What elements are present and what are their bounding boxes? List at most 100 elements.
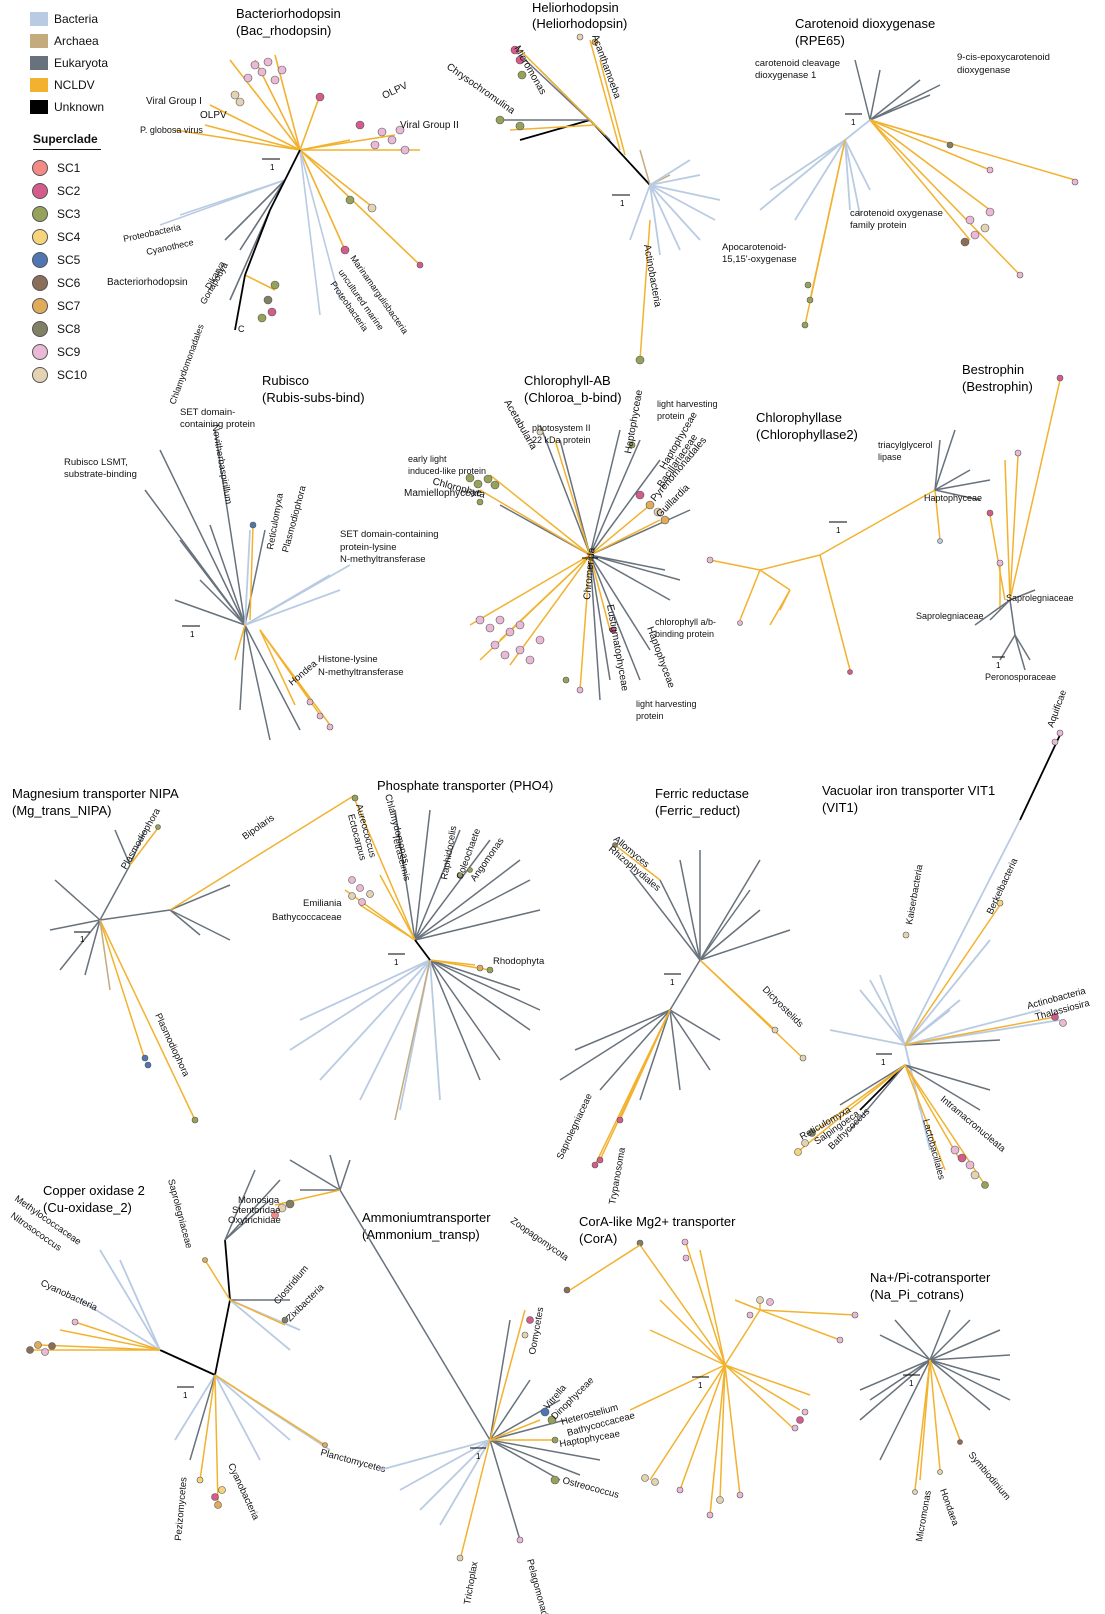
tree-label: Chromerida: [582, 547, 598, 600]
legend-label: SC9: [57, 345, 81, 359]
tree-label: Mamiellophyceae: [404, 488, 482, 499]
tree-label: Chlamydomonadales: [167, 322, 205, 405]
tree-title: (Bestrophin): [962, 379, 1033, 394]
tree-label: Symbiodinium: [966, 1450, 1013, 1503]
tree-label: protein: [636, 711, 664, 721]
tree-label: Histone-lysine: [318, 654, 378, 665]
tree-na-pi-cotransporter: Na+/Pi-cotransporter (Na_Pi_cotrans) Mic…: [859, 1270, 1013, 1543]
tree-label: dioxygenase 1: [755, 70, 816, 81]
tree-chlorophyll-ab: Chlorophyll-AB (Chloroa_b-bind): [404, 373, 718, 721]
tree-label: OLPV: [200, 110, 227, 121]
scale-bar-label: 1: [80, 935, 85, 944]
tree-title: Magnesium transporter NIPA: [12, 786, 179, 801]
scale-bar-label: 1: [670, 978, 675, 987]
tree-title: Phosphate transporter (PHO4): [377, 778, 553, 793]
legend-item-taxon: Unknown: [30, 100, 104, 114]
legend-label: SC3: [57, 207, 81, 221]
tree-title: Bestrophin: [962, 362, 1024, 377]
scale-bar-label: 1: [996, 661, 1001, 670]
tree-label: P. globosa virus: [140, 125, 203, 135]
tree-label: Zoopagomycota: [508, 1215, 571, 1263]
legend-dot: [32, 344, 48, 360]
tree-label: Pezizomycetes: [173, 1476, 190, 1541]
legend-swatch: [30, 56, 48, 70]
tree-label: Saprolegniaceae: [165, 1178, 194, 1250]
tree-title: Vacuolar iron transporter VIT1: [822, 783, 995, 798]
legend-dot: [32, 183, 48, 199]
tree-title: CorA-like Mg2+ transporter: [579, 1214, 736, 1229]
tree-label: carotenoid oxygenase: [850, 208, 943, 219]
tree-label: Planctomycetes: [319, 1447, 387, 1475]
tree-label: Lactobacillales: [920, 1118, 947, 1181]
tree-label: Micromonas: [511, 44, 548, 97]
legend-dot: [32, 160, 48, 176]
tree-label: Oxytrichidae: [228, 1215, 281, 1226]
tree-label: Bacteriorhodopsin: [107, 277, 188, 288]
tree-label: Apocarotenoid-: [722, 242, 786, 253]
tree-title: (Rubis-subs-bind): [262, 390, 365, 405]
legend-label: Archaea: [54, 34, 99, 48]
legend-item-superclade: SC3: [30, 206, 80, 222]
scale-bar-label: 1: [476, 1452, 481, 1461]
tree-chlorophyllase: Chlorophyllase (Chlorophyllase2) triacyl…: [706, 410, 991, 675]
tree-label: SET domain-containing: [340, 529, 439, 540]
tree-label: lipase: [878, 452, 902, 462]
tree-bestrophin: Bestrophin (Bestrophin) Saprolegniaceae …: [916, 362, 1074, 682]
tree-title: (Ferric_reduct): [655, 803, 740, 818]
tree-label: Rubisco LSMT,: [64, 457, 128, 468]
tree-label: Cyanobacteria: [39, 1278, 100, 1314]
scale-bar-label: 1: [881, 1058, 886, 1067]
legend-item-taxon: Archaea: [30, 34, 99, 48]
tree-label: Stentoridae: [232, 1205, 281, 1216]
legend-item-taxon: Bacteria: [30, 12, 98, 26]
tree-label: light harvesting: [636, 699, 697, 709]
tree-bacteriorhodopsin: Bacteriorhodopsin (Bac_rhodopsin): [107, 6, 459, 406]
tree-label: protein: [657, 411, 685, 421]
tree-title: Rubisco: [262, 373, 309, 388]
tree-label: induced-like protein: [408, 466, 486, 476]
tree-label: Peronosporaceae: [985, 672, 1056, 682]
tree-label: OLPV: [381, 80, 410, 101]
tree-label: Saprolegniaceae: [916, 611, 984, 621]
legend-dot: [32, 321, 48, 337]
tree-title: Bacteriorhodopsin: [236, 6, 341, 21]
tree-label: substrate-binding: [64, 469, 137, 480]
legend-dot: [32, 252, 48, 268]
tree-label: Trichoplax: [462, 1561, 480, 1606]
tree-label: Intramacronucleata: [938, 1094, 1008, 1155]
scale-bar-label: 1: [394, 958, 399, 967]
tree-label: Acanthamoeba: [589, 33, 622, 100]
legend-label: SC5: [57, 253, 81, 267]
tree-title: Na+/Pi-cotransporter: [870, 1270, 991, 1285]
legend-dot: [32, 275, 48, 291]
legend-divider: [33, 149, 101, 150]
legend-label: SC4: [57, 230, 81, 244]
tree-label: Berkelbacteria: [985, 856, 1021, 916]
tree-title: Ferric reductase: [655, 786, 749, 801]
tree-title: (Heliorhodopsin): [532, 16, 627, 31]
tree-label: C: [238, 324, 245, 334]
tree-label: Plasmodiophora: [119, 806, 163, 872]
legend-swatch: [30, 78, 48, 92]
tree-label: Aquificae: [1045, 689, 1069, 729]
tree-label: 15,15'-oxygenase: [722, 254, 797, 265]
legend-swatch: [30, 12, 48, 26]
tree-label: Eustigmatophyceae: [604, 604, 630, 693]
legend-label: SC7: [57, 299, 81, 313]
legend-item-superclade: SC6: [30, 275, 80, 291]
tree-title: (Chlorophyllase2): [756, 427, 858, 442]
legend-swatch: [30, 100, 48, 114]
tree-label: chlorophyll a/b-: [655, 617, 716, 627]
legend-dot: [32, 298, 48, 314]
tree-label: Monosiga: [238, 1195, 280, 1206]
tree-phosphate-transporter: Phosphate transporter (PHO4): [272, 778, 553, 1121]
tree-title: (Ammonium_transp): [362, 1227, 480, 1242]
legend-item-superclade: SC7: [30, 298, 80, 314]
tree-label: carotenoid cleavage: [755, 58, 840, 69]
legend-item-superclade: SC4: [30, 229, 80, 245]
tree-label: family protein: [850, 220, 907, 231]
tree-title: Copper oxidase 2: [43, 1183, 145, 1198]
legend-dot: [32, 229, 48, 245]
scale-bar-label: 1: [851, 118, 856, 127]
legend-item-taxon: NCLDV: [30, 78, 95, 92]
